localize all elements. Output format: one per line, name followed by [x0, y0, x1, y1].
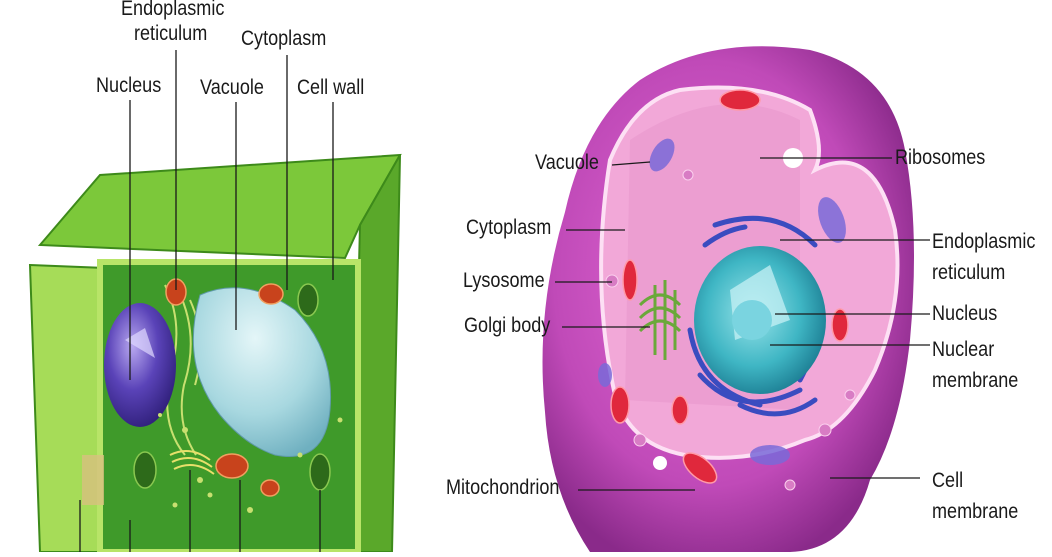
label-plant-cell-wall: Cell wall	[297, 76, 364, 100]
label-animal-lysosome: Lysosome	[463, 269, 545, 293]
label-plant-endoplasmic-line1: Endoplasmic	[121, 0, 224, 21]
label-animal-nucleus: Nucleus	[932, 302, 997, 326]
plant-cell-wall-cutaway	[82, 455, 104, 505]
label-plant-nucleus: Nucleus	[96, 74, 161, 98]
label-plant-endoplasmic-line2: reticulum	[134, 22, 207, 46]
animal-nucleolus	[732, 300, 772, 340]
label-animal-cell-membrane-line2: membrane	[932, 500, 1018, 524]
plant-cell-wall-top	[40, 155, 400, 258]
label-plant-vacuole: Vacuole	[200, 76, 264, 100]
animal-membrane-pit	[653, 456, 667, 470]
label-animal-endoplasmic-line2: reticulum	[932, 261, 1005, 285]
animal-cell	[543, 46, 931, 552]
label-animal-vacuole: Vacuole	[535, 151, 599, 175]
label-animal-mitochondrion: Mitochondrion	[446, 476, 559, 500]
plant-cell	[30, 50, 400, 552]
label-plant-cytoplasm: Cytoplasm	[241, 27, 326, 51]
label-animal-endoplasmic-line1: Endoplasmic	[932, 230, 1035, 254]
label-animal-golgi-body: Golgi body	[464, 314, 550, 338]
label-animal-cell-membrane-line1: Cell	[932, 469, 963, 493]
label-animal-nuclear-line1: Nuclear	[932, 338, 994, 362]
label-animal-cytoplasm: Cytoplasm	[466, 216, 551, 240]
plant-nucleus	[104, 303, 176, 427]
label-animal-nuclear-line2: membrane	[932, 369, 1018, 393]
label-animal-ribosomes: Ribosomes	[895, 146, 985, 170]
